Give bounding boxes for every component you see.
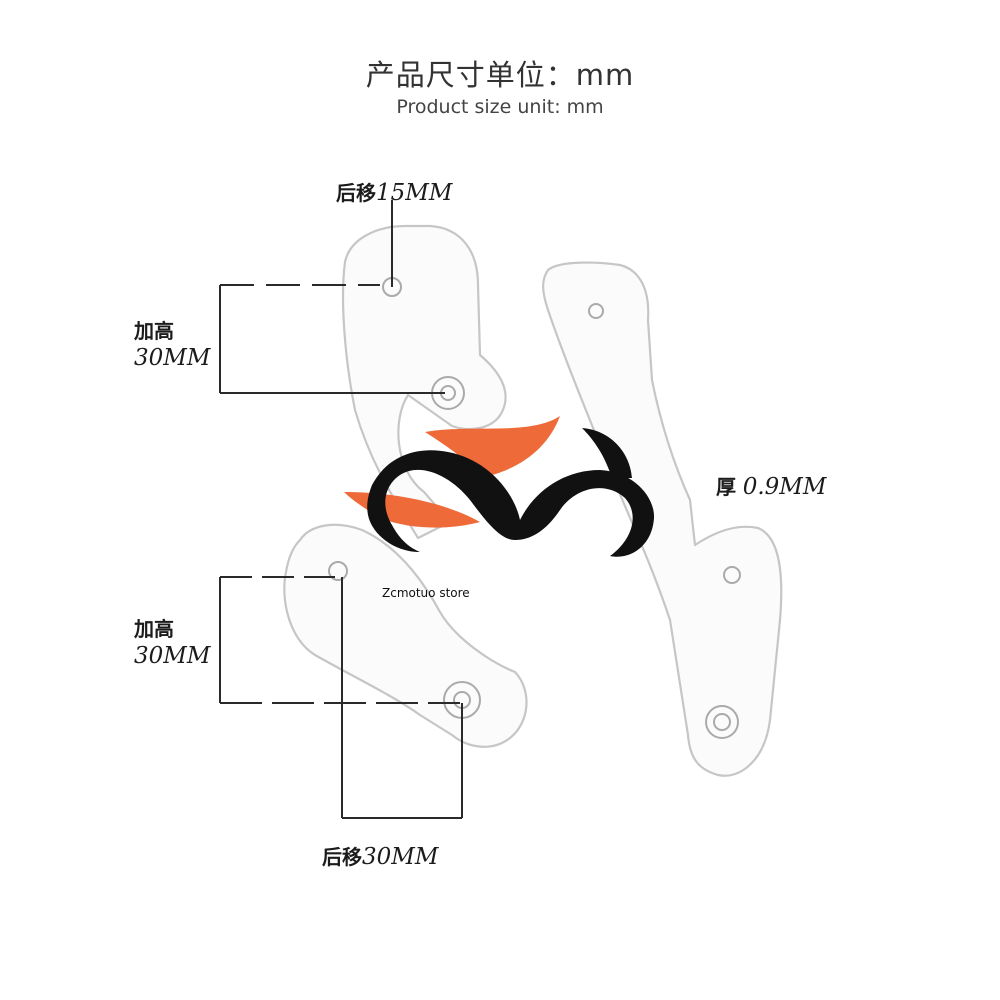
thickness-cn: 厚 xyxy=(716,475,736,499)
page-title: 产品尺寸单位：mm xyxy=(365,58,635,92)
thickness-label: 厚 0.9MM xyxy=(716,474,826,501)
right-bracket xyxy=(542,261,783,777)
lower-height-label: 加高 30MM xyxy=(134,616,210,670)
top-offset-label: 后移15MM xyxy=(336,180,452,207)
bottom-offset-label: 后移30MM xyxy=(322,844,438,871)
store-logo xyxy=(344,416,655,557)
upper-height-value: 30MM xyxy=(134,345,211,371)
top-offset-value: 15MM xyxy=(376,180,453,206)
bolt-hole xyxy=(328,561,348,581)
upper-height-label: 加高 30MM xyxy=(134,318,210,372)
lower-height-value: 30MM xyxy=(134,643,211,669)
bolt-hole xyxy=(705,705,739,739)
bolt-hole xyxy=(588,303,604,319)
thickness-value: 0.9MM xyxy=(742,474,827,500)
top-offset-cn: 后移 xyxy=(336,181,376,205)
page-subtitle: Product size unit: mm xyxy=(396,96,604,118)
store-name: Zcmotuo store xyxy=(382,586,470,600)
lower-height-cn: 加高 xyxy=(134,617,174,641)
upper-height-cn: 加高 xyxy=(134,319,174,343)
upper-left-bracket xyxy=(341,224,507,540)
bottom-offset-cn: 后移 xyxy=(322,845,362,869)
bottom-offset-value: 30MM xyxy=(362,844,439,870)
lower-left-bracket xyxy=(283,523,528,748)
bolt-hole xyxy=(723,566,741,584)
